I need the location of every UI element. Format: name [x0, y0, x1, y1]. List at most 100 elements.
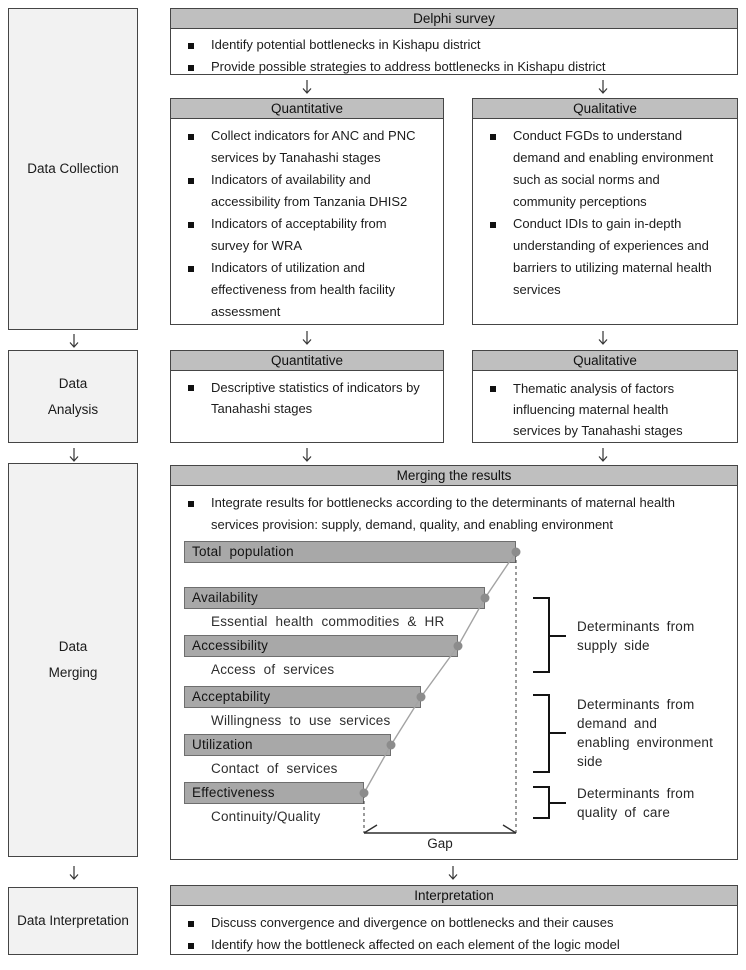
bullet-text: Conduct IDIs to gain in-depth understand… — [513, 216, 712, 297]
phase-label: Data Interpretation — [17, 913, 129, 928]
bar-acceptability: Acceptability — [184, 686, 421, 708]
bullet-text: Integrate results for bottlenecks accord… — [211, 495, 675, 532]
bullet-icon — [188, 266, 194, 272]
bullet-text: Discuss convergence and divergence on bo… — [211, 915, 614, 930]
bullet-text: Identify how the bottleneck affected on … — [211, 937, 620, 952]
bullet-icon — [188, 943, 194, 949]
bar-label: Availability — [192, 590, 258, 605]
interpretation-header: Interpretation — [171, 886, 737, 906]
bullet-icon — [188, 178, 194, 184]
collection-qualitative-box: Qualitative Conduct FGDs to understand d… — [472, 98, 738, 325]
bullet-text: Indicators of acceptability from survey … — [211, 216, 387, 253]
down-arrow-icon — [446, 865, 460, 881]
merging-results-header: Merging the results — [171, 466, 737, 486]
bullet-text: Thematic analysis of factors influencing… — [513, 381, 683, 438]
phase-box-data-analysis: Data Analysis — [8, 350, 138, 443]
list-item: Identify how the bottleneck affected on … — [171, 934, 737, 956]
list-item: Provide possible strategies to address b… — [171, 56, 737, 78]
list-item: Discuss convergence and divergence on bo… — [171, 912, 737, 934]
bullet-icon — [188, 501, 194, 507]
bullet-icon — [490, 134, 496, 140]
list-item: Integrate results for bottlenecks accord… — [171, 492, 737, 536]
bracket-demand-enabling — [533, 694, 566, 773]
bar-sublabel: Access of services — [211, 662, 335, 677]
collection-quantitative-bullet-list: Collect indicators for ANC and PNC servi… — [171, 119, 443, 323]
phase-label: Data Merging — [48, 639, 98, 680]
bullet-text: Indicators of utilization and effectiven… — [211, 260, 396, 319]
bullet-icon — [188, 134, 194, 140]
down-arrow-icon — [67, 447, 81, 463]
bar-sublabel: Continuity/Quality — [211, 809, 321, 824]
delphi-survey-header: Delphi survey — [171, 9, 737, 29]
list-item: Collect indicators for ANC and PNC servi… — [171, 125, 443, 169]
bullet-icon — [188, 65, 194, 71]
phase-box-data-interpretation: Data Interpretation — [8, 887, 138, 955]
bar-effectiveness: Effectiveness — [184, 782, 364, 804]
collection-qualitative-header: Qualitative — [473, 99, 737, 119]
collection-qualitative-bullet-list: Conduct FGDs to understand demand and en… — [473, 119, 737, 301]
phase-box-data-merging: Data Merging — [8, 463, 138, 857]
bar-label: Acceptability — [192, 689, 271, 704]
bracket-quality-of-care — [533, 786, 566, 819]
bar-label: Effectiveness — [192, 785, 275, 800]
bullet-text: Provide possible strategies to address b… — [211, 59, 606, 74]
down-arrow-icon — [596, 447, 610, 463]
gap-dimension — [363, 824, 517, 834]
list-item: Indicators of utilization and effectiven… — [171, 257, 443, 323]
phase-label: Data Collection — [27, 161, 119, 176]
bullet-text: Identify potential bottlenecks in Kishap… — [211, 37, 481, 52]
analysis-qualitative-box: Qualitative Thematic analysis of factors… — [472, 350, 738, 443]
down-arrow-icon — [300, 330, 314, 346]
down-arrow-icon — [300, 447, 314, 463]
list-item: Indicators of acceptability from survey … — [171, 213, 443, 257]
bracket-label-quality: Determinants from quality of care — [577, 786, 695, 820]
down-arrow-icon — [596, 330, 610, 346]
bar-label: Accessibility — [192, 638, 269, 653]
merging-results-box: Merging the results Integrate results fo… — [170, 465, 738, 860]
bracket-supply-side — [533, 597, 566, 673]
list-item: Conduct IDIs to gain in-depth understand… — [473, 213, 737, 301]
collection-quantitative-header: Quantitative — [171, 99, 443, 119]
bar-accessibility: Accessibility — [184, 635, 458, 657]
bar-total-population: Total population — [184, 541, 516, 563]
bracket-label-supply: Determinants from supply side — [577, 619, 695, 653]
down-arrow-icon — [67, 865, 81, 881]
list-item: Conduct FGDs to understand demand and en… — [473, 125, 737, 213]
bullet-icon — [490, 222, 496, 228]
bar-utilization: Utilization — [184, 734, 391, 756]
bracket-label-demand: Determinants from demand and enabling en… — [577, 697, 714, 769]
gap-label: Gap — [427, 836, 453, 851]
bar-label: Utilization — [192, 737, 253, 752]
list-item: Identify potential bottlenecks in Kishap… — [171, 34, 737, 56]
delphi-survey-box: Delphi survey Identify potential bottlen… — [170, 8, 738, 75]
analysis-quantitative-bullet-list: Descriptive statistics of indicators by … — [171, 371, 443, 419]
list-item: Descriptive statistics of indicators by … — [171, 377, 443, 419]
phase-box-data-collection: Data Collection — [8, 8, 138, 330]
bar-sublabel: Willingness to use services — [211, 713, 391, 728]
bullet-icon — [490, 386, 496, 392]
bullet-icon — [188, 43, 194, 49]
bullet-icon — [188, 222, 194, 228]
analysis-qualitative-header: Qualitative — [473, 351, 737, 371]
stage-endpoint-dots — [359, 547, 521, 798]
analysis-quantitative-box: Quantitative Descriptive statistics of i… — [170, 350, 444, 443]
bullet-text: Collect indicators for ANC and PNC servi… — [211, 128, 416, 165]
down-arrow-icon — [596, 79, 610, 95]
tanahashi-coverage-chart: Total population Availability Essential … — [171, 466, 737, 859]
analysis-qualitative-bullet-list: Thematic analysis of factors influencing… — [473, 371, 737, 441]
bar-sublabel: Essential health commodities & HR — [211, 614, 445, 629]
list-item: Indicators of availability and accessibi… — [171, 169, 443, 213]
delphi-bullet-list: Identify potential bottlenecks in Kishap… — [171, 29, 737, 78]
bar-availability: Availability — [184, 587, 485, 609]
bullet-icon — [188, 921, 194, 927]
phase-label: Data Analysis — [47, 375, 99, 417]
interpretation-bullet-list: Discuss convergence and divergence on bo… — [171, 906, 737, 956]
bullet-text: Indicators of availability and accessibi… — [211, 172, 408, 209]
bullet-icon — [188, 385, 194, 391]
down-arrow-icon — [300, 79, 314, 95]
list-item: Thematic analysis of factors influencing… — [473, 378, 737, 441]
bar-sublabel: Contact of services — [211, 761, 338, 776]
down-arrow-icon — [67, 333, 81, 349]
interpretation-box: Interpretation Discuss convergence and d… — [170, 885, 738, 955]
